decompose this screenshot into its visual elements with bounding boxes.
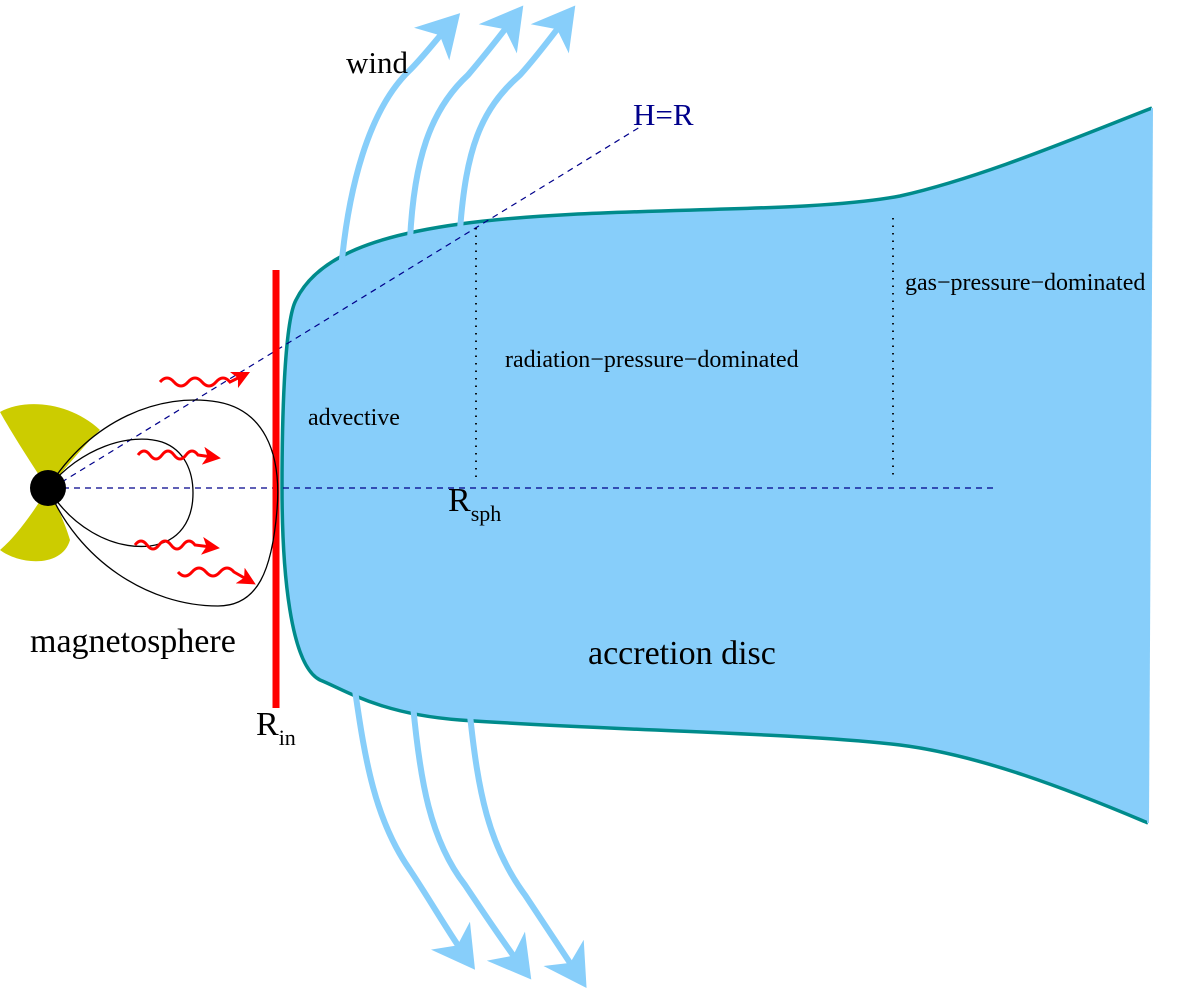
- wind-arrow-lower-3: [467, 714, 587, 989]
- h-equals-r-label: H=R: [633, 97, 694, 132]
- disc-edge: [280, 106, 1153, 825]
- wind-arrow-upper-2: [407, 5, 524, 241]
- accretion-disc-label: accretion disc: [588, 635, 776, 672]
- wind-arrow-upper-1: [338, 13, 461, 271]
- radiation-pressure-label: radiation−pressure−dominated: [505, 347, 799, 373]
- r-sph-label: Rsph: [448, 482, 501, 526]
- photon-3: [133, 536, 220, 555]
- wind-arrow-lower-1: [352, 689, 476, 970]
- photon-2: [136, 446, 221, 465]
- magnetosphere-label: magnetosphere: [30, 623, 236, 660]
- gas-pressure-label: gas−pressure−dominated: [905, 270, 1145, 296]
- beam-lobe-upper: [0, 404, 100, 488]
- h-equals-r-line: [51, 126, 641, 489]
- field-line-outer: [47, 399, 279, 607]
- field-line-inner: [47, 438, 194, 548]
- neutron-star: [30, 470, 66, 506]
- beam-lobe-lower: [0, 488, 70, 562]
- advective-label: advective: [308, 405, 400, 431]
- accretion-disc-body: [282, 108, 1152, 823]
- photon-4: [176, 566, 256, 585]
- r-in-sub: in: [279, 725, 296, 750]
- r-in-label: Rin: [256, 706, 296, 750]
- wind-arrow-lower-2: [410, 704, 532, 980]
- wind-label: wind: [346, 45, 409, 80]
- wind-arrow-upper-3: [457, 5, 576, 231]
- photon-1: [158, 371, 251, 389]
- disc-outer-edge: [1147, 107, 1153, 824]
- r-in-main: R: [256, 706, 279, 743]
- r-sph-main: R: [448, 482, 471, 519]
- r-sph-sub: sph: [471, 501, 502, 526]
